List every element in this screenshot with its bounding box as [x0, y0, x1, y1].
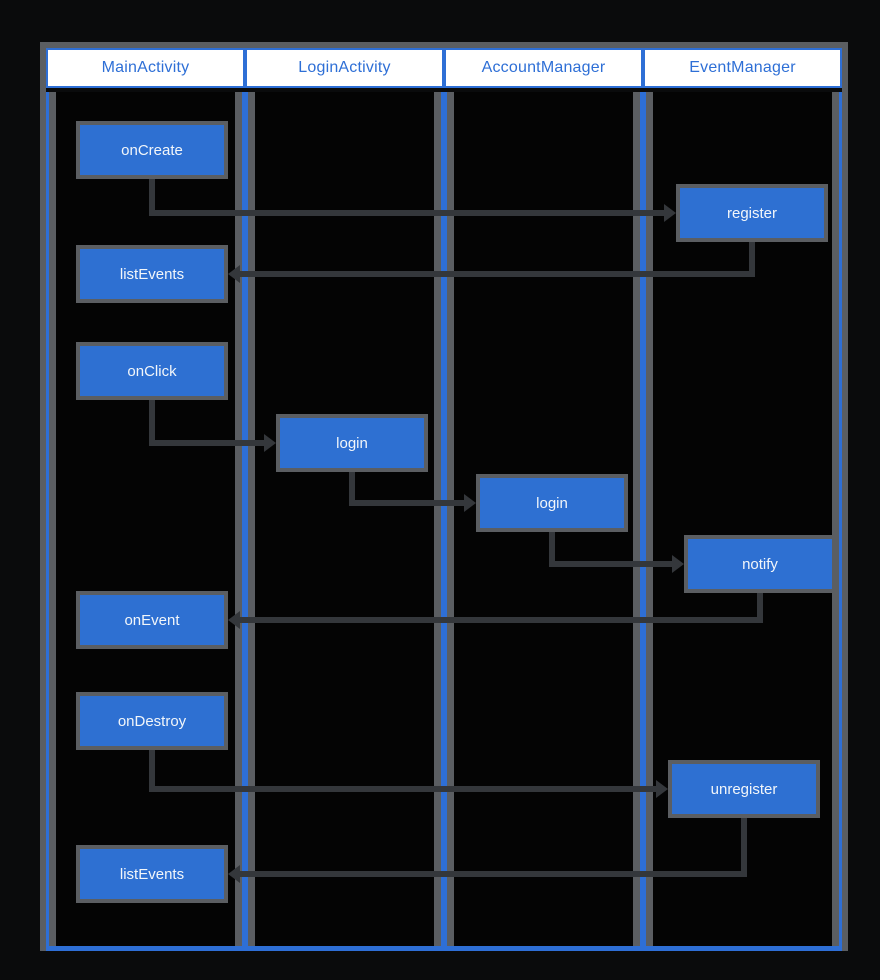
participant-eventmanager: EventManager: [643, 48, 842, 88]
method-box-onclick: onClick: [76, 342, 228, 400]
edge-onclick-to-login-v: [149, 400, 155, 446]
edge-notify-to-onevent-h: [239, 617, 763, 623]
method-box-login: login: [276, 414, 428, 472]
method-box-ondestroy: onDestroy: [76, 692, 228, 750]
method-box-notify: notify: [684, 535, 836, 593]
edge-oncreate-to-register-h: [149, 210, 665, 216]
method-box-register: register: [676, 184, 828, 242]
edge-login-to-login-h: [349, 500, 465, 506]
edge-onclick-to-login-arrowhead: [264, 434, 276, 452]
edge-unregister-to-listevents-h: [239, 871, 747, 877]
method-box-oncreate: onCreate: [76, 121, 228, 179]
edge-onclick-to-login-h: [149, 440, 265, 446]
method-box-login: login: [476, 474, 628, 532]
method-box-onevent: onEvent: [76, 591, 228, 649]
edge-notify-to-onevent-arrowhead: [228, 611, 240, 629]
lane-loginactivity: [248, 92, 441, 946]
edge-notify-to-onevent-v: [757, 593, 763, 623]
lane-wrap-mainactivity: [46, 92, 245, 951]
edge-register-to-listevents-arrowhead: [228, 265, 240, 283]
edge-register-to-listevents-v: [749, 242, 755, 277]
edge-unregister-to-listevents-v: [741, 818, 747, 877]
method-box-unregister: unregister: [668, 760, 820, 818]
participant-accountmanager: AccountManager: [444, 48, 643, 88]
edge-ondestroy-to-unregister-arrowhead: [656, 780, 668, 798]
method-box-listevents: listEvents: [76, 845, 228, 903]
edge-login-to-notify-h: [549, 561, 673, 567]
edge-unregister-to-listevents-arrowhead: [228, 865, 240, 883]
edge-ondestroy-to-unregister-v: [149, 750, 155, 792]
edge-login-to-login-v: [349, 472, 355, 506]
participant-loginactivity: LoginActivity: [245, 48, 444, 88]
edge-login-to-login-arrowhead: [464, 494, 476, 512]
edge-register-to-listevents-h: [239, 271, 755, 277]
edge-login-to-notify-v: [549, 532, 555, 567]
participant-mainactivity: MainActivity: [46, 48, 245, 88]
lane-mainactivity: [49, 92, 242, 946]
edge-login-to-notify-arrowhead: [672, 555, 684, 573]
lane-wrap-loginactivity: [245, 92, 444, 951]
edge-oncreate-to-register-v: [149, 179, 155, 216]
edge-oncreate-to-register-arrowhead: [664, 204, 676, 222]
method-box-listevents: listEvents: [76, 245, 228, 303]
edge-ondestroy-to-unregister-h: [149, 786, 657, 792]
